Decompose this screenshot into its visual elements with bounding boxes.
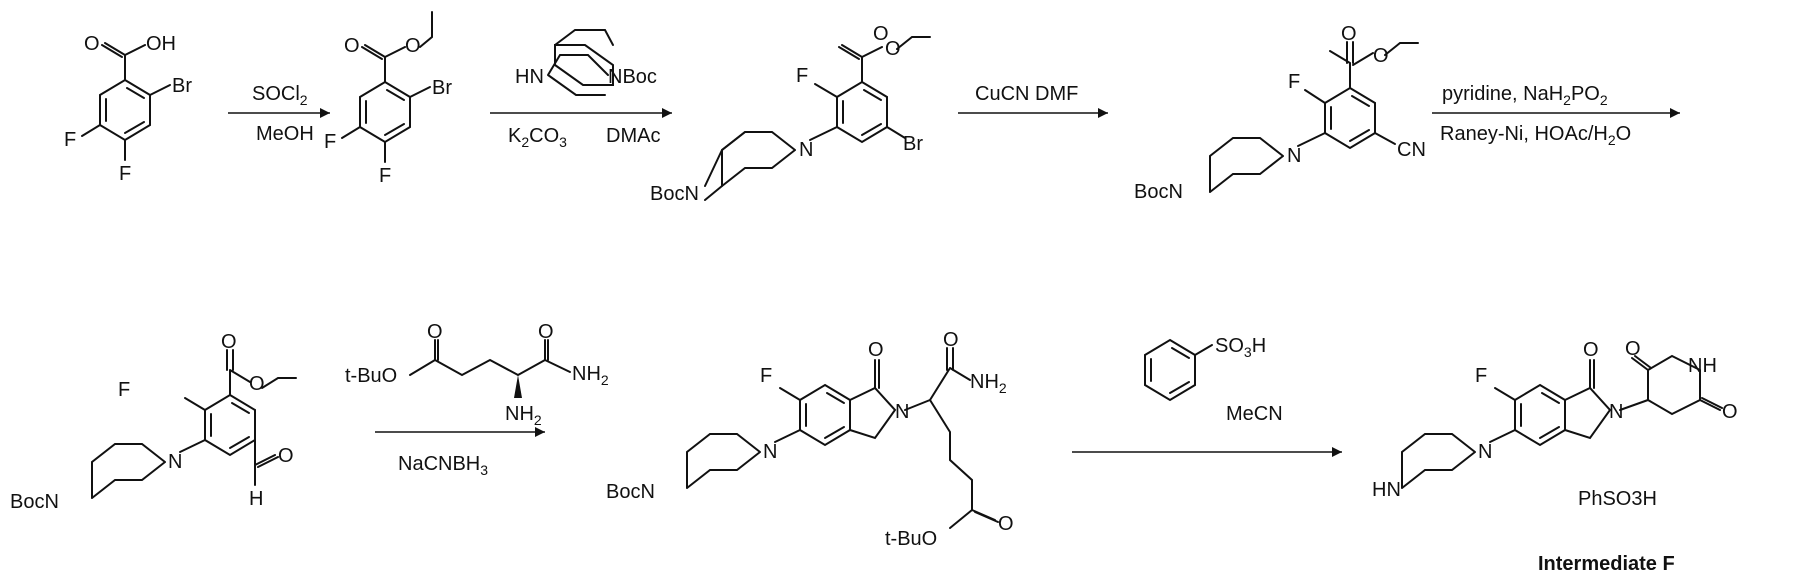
reagent-nacnbh3: NaCNBH3 bbox=[398, 453, 488, 478]
fluoro-label: F bbox=[119, 163, 131, 185]
piperazine-n-label: N bbox=[1287, 145, 1301, 167]
piperazine-n-label: N bbox=[763, 441, 777, 463]
piperazine-n-label: N bbox=[1478, 441, 1492, 463]
lactam-n-label: N bbox=[1609, 401, 1623, 423]
lactam-o-label: O bbox=[1583, 339, 1599, 361]
reagent-socl2: SOCl2 bbox=[252, 83, 308, 108]
fluoro-label: F bbox=[379, 165, 391, 187]
carbonyl-o-label: O bbox=[221, 331, 237, 353]
reagent-so3h: SO3H bbox=[1215, 335, 1266, 360]
compound-nitrile: F O O CN N BocN bbox=[1134, 23, 1426, 203]
reaction-arrow-4: pyridine, NaH2PO2 Raney-Ni, HOAc/H2O bbox=[1432, 83, 1680, 148]
boc-n-label: BocN bbox=[606, 481, 655, 503]
nitrile-label: CN bbox=[1397, 139, 1426, 161]
boc-n-label: BocN bbox=[650, 183, 699, 205]
reagent-cucn-dmf: CuCN DMF bbox=[975, 83, 1078, 105]
carbonyl-o-label: O bbox=[344, 35, 360, 57]
salt-label: PhSO3H bbox=[1578, 488, 1657, 510]
ester-o-label: O bbox=[885, 38, 901, 60]
fluoro-label: F bbox=[64, 129, 76, 151]
compound-methyl-ester: O O Br F F bbox=[324, 12, 452, 187]
lactam-o-label: O bbox=[868, 339, 884, 361]
glu-ester-o-label: O bbox=[427, 321, 443, 343]
boc-n-label: BocN bbox=[1134, 181, 1183, 203]
imide-nh-label: NH bbox=[1688, 355, 1717, 377]
ester-o-label: O bbox=[998, 513, 1014, 535]
boc-n-label: BocN bbox=[10, 491, 59, 513]
ester-o-label: O bbox=[249, 373, 265, 395]
aldehyde-h-label: H bbox=[249, 488, 263, 510]
reagent-pyridine-nah2po2: pyridine, NaH2PO2 bbox=[1442, 83, 1608, 108]
fluoro-label: F bbox=[324, 131, 336, 153]
reagent-mecn: MeCN bbox=[1226, 403, 1283, 425]
carbonyl-o-label: O bbox=[1341, 23, 1357, 45]
ester-o-label: O bbox=[405, 35, 421, 57]
compound-isoindolinone: F O N O NH2 O t-BuO N BocN bbox=[606, 329, 1014, 550]
fluoro-label: F bbox=[1475, 365, 1487, 387]
imide-o2-label: O bbox=[1722, 401, 1738, 423]
product-name: Intermediate F bbox=[1538, 553, 1675, 575]
fluoro-label: F bbox=[118, 379, 130, 401]
reagent-nboc: NBoc bbox=[608, 66, 657, 88]
compound-intermediate-f: F O N O NH O N HN PhSO3H Intermediate F bbox=[1372, 338, 1738, 575]
hydroxyl-label: OH bbox=[146, 33, 176, 55]
reaction-arrow-6: SO3H MeCN bbox=[1072, 335, 1342, 457]
ester-o-label: O bbox=[1373, 45, 1389, 67]
reaction-arrow-5: t-BuO O O NH2 NH2 NaCNBH3 bbox=[345, 321, 609, 478]
fluoro-label: F bbox=[796, 65, 808, 87]
aldehyde-o-label: O bbox=[278, 445, 294, 467]
imide-o-label: O bbox=[1625, 338, 1641, 360]
bromo-label: Br bbox=[903, 133, 923, 155]
fluoro-label: F bbox=[760, 365, 772, 387]
lactam-n-label: N bbox=[895, 401, 909, 423]
reagent-raney-ni: Raney-Ni, HOAc/H2O bbox=[1440, 123, 1631, 148]
bromo-label: Br bbox=[172, 75, 192, 97]
reagent-hn: HN bbox=[515, 66, 544, 88]
amide-nh2-label: NH2 bbox=[970, 371, 1007, 396]
piperazine-n-label: N bbox=[799, 139, 813, 161]
piperazine-n-label: N bbox=[168, 451, 182, 473]
piperazine-hn-label: HN bbox=[1372, 479, 1401, 501]
reaction-arrow-2: HN NBoc K2CO3 DMAc bbox=[490, 30, 672, 150]
tbuo-label: t-BuO bbox=[345, 365, 397, 387]
reagent-k2co3: K2CO3 bbox=[508, 125, 567, 150]
tbuo-label: t-BuO bbox=[885, 528, 937, 550]
glu-alpha-nh2: NH2 bbox=[505, 403, 542, 428]
glu-amide-nh2: NH2 bbox=[572, 363, 609, 388]
bromo-label: Br bbox=[432, 77, 452, 99]
carbonyl-o-label: O bbox=[84, 33, 100, 55]
compound-boc-piperazine-bromide: F O O Br N BocN bbox=[650, 23, 930, 205]
glu-amide-o-label: O bbox=[538, 321, 554, 343]
reaction-arrow-1: SOCl2 MeOH bbox=[228, 83, 330, 145]
fluoro-label: F bbox=[1288, 71, 1300, 93]
reagent-dmac: DMAc bbox=[606, 125, 660, 147]
reagent-meoh: MeOH bbox=[256, 123, 314, 145]
compound-acid: O OH Br F F bbox=[64, 33, 192, 185]
amide-o-label: O bbox=[943, 329, 959, 351]
reaction-arrow-3: CuCN DMF bbox=[958, 83, 1108, 118]
compound-aldehyde: F O O O H N BocN bbox=[10, 331, 296, 513]
